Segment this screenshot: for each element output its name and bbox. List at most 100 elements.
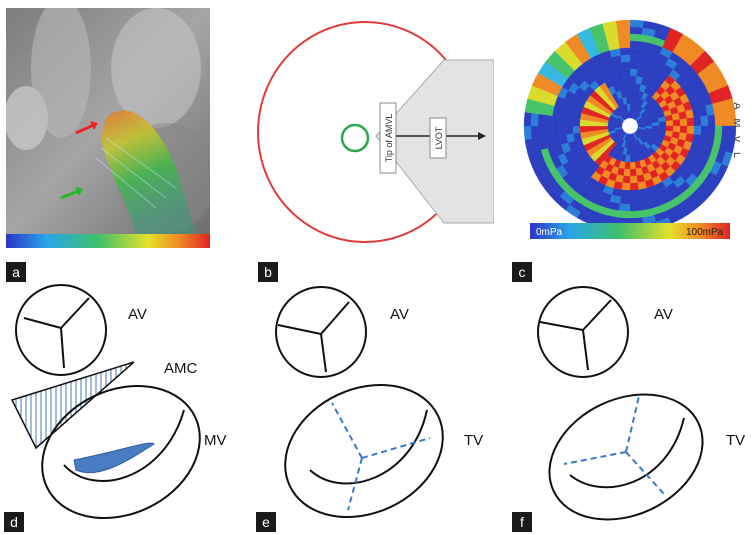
av-circle xyxy=(537,286,629,378)
side-letter-a: A xyxy=(731,102,740,110)
tv-dashed-commissures xyxy=(331,402,431,511)
green-ring xyxy=(340,123,370,153)
polar-cell xyxy=(619,47,631,56)
tv-coaptation-line xyxy=(569,417,685,489)
polar-cell xyxy=(623,75,631,84)
polar-cell xyxy=(615,19,631,29)
side-letter-l: L xyxy=(731,152,740,158)
tv-dashed-commissures xyxy=(563,395,665,495)
polar-cell xyxy=(629,203,642,212)
polar-cell xyxy=(693,116,702,127)
polar-cell xyxy=(629,19,645,29)
polar-cell xyxy=(530,125,539,140)
panel-tag-f: f xyxy=(512,512,532,532)
tip-amvl-label: Tip of AMVL xyxy=(384,114,394,163)
polar-cell xyxy=(572,118,581,127)
polar-cell xyxy=(565,117,574,127)
polar-cell xyxy=(629,196,641,205)
label-tv-f: TV xyxy=(726,432,746,449)
polar-cell xyxy=(586,125,595,132)
polar-cell xyxy=(686,125,695,135)
polar-cell xyxy=(624,82,631,91)
mv-coaptation-line xyxy=(63,409,185,482)
panel-tag-e: e xyxy=(256,512,276,532)
label-mv-d: MV xyxy=(204,432,227,449)
polar-cell xyxy=(618,203,631,212)
polar-cell xyxy=(537,125,546,139)
polar-cell xyxy=(672,119,681,127)
polar-cell xyxy=(620,189,631,198)
mv-leaflet-shape xyxy=(73,442,155,474)
panel-f: AV TV xyxy=(508,280,754,530)
polar-cell xyxy=(629,175,638,184)
polar-cell xyxy=(714,125,723,139)
polar-cell xyxy=(544,114,553,127)
av-circle xyxy=(15,284,107,376)
polar-cell xyxy=(593,125,602,131)
side-letter-v: V xyxy=(731,135,740,143)
tip-amvl-box xyxy=(379,102,397,174)
panel-e: AV TV xyxy=(252,280,502,530)
side-letter-m: M xyxy=(731,118,740,127)
label-av-d: AV xyxy=(128,306,147,323)
polar-cell xyxy=(530,112,539,127)
polar-cell xyxy=(721,125,730,140)
stress-scale-bar xyxy=(530,223,730,239)
polar-cell xyxy=(620,54,631,63)
scale-min-label: 0mPa xyxy=(536,227,563,238)
polar-cell xyxy=(579,119,588,127)
polar-cell xyxy=(665,120,674,127)
polar-cell xyxy=(629,168,637,177)
scale-max-label: 100mPa xyxy=(686,227,724,238)
label-amc-d: AMC xyxy=(164,360,198,377)
polar-cell xyxy=(617,210,631,219)
lvot-label: LVOT xyxy=(434,126,444,149)
polar-cell xyxy=(621,182,631,191)
tv-annulus xyxy=(284,383,444,519)
polar-cell xyxy=(616,26,631,35)
polar-cell xyxy=(617,33,631,42)
label-tv-e: TV xyxy=(464,432,484,449)
polar-cell xyxy=(629,154,635,163)
label-av-f: AV xyxy=(654,306,673,323)
panel-c: 0mPa 100mPa A M V L xyxy=(520,16,743,248)
panel-tag-a: a xyxy=(6,262,26,282)
polar-cell xyxy=(672,125,681,133)
av-commissures xyxy=(23,297,90,369)
polar-cell xyxy=(623,168,631,177)
panel-tag-c: c xyxy=(512,262,532,282)
polar-cell xyxy=(565,125,574,135)
polar-cell xyxy=(622,175,631,184)
polar-cell xyxy=(679,125,688,134)
polar-cell xyxy=(707,114,716,127)
polar-cell xyxy=(523,111,533,127)
panel-tag-d: d xyxy=(4,512,24,532)
panel-d: AV AMC MV xyxy=(4,280,250,530)
polar-cell xyxy=(558,116,567,127)
label-av-e: AV xyxy=(390,306,409,323)
polar-cell xyxy=(679,118,688,127)
polar-cell xyxy=(579,125,588,133)
polar-cell xyxy=(523,125,533,141)
panel-tag-b: b xyxy=(258,262,278,282)
polar-cell xyxy=(721,112,730,127)
polar-cell xyxy=(700,125,709,137)
polar-cell xyxy=(618,40,631,49)
polar-cell xyxy=(572,125,581,134)
polar-cell xyxy=(714,113,723,127)
lvot-box xyxy=(429,117,447,159)
mv-annulus xyxy=(41,384,201,520)
polar-cell xyxy=(700,115,709,127)
polar-cell xyxy=(629,75,637,84)
polar-cell xyxy=(629,40,642,49)
polar-cell xyxy=(629,182,639,191)
tv-annulus xyxy=(548,393,704,521)
polar-cell xyxy=(686,117,695,127)
color-scale-bar xyxy=(6,234,210,248)
polar-cell xyxy=(658,121,667,127)
polar-cell xyxy=(693,125,702,136)
av-commissures xyxy=(277,301,350,373)
polar-cell xyxy=(629,68,638,77)
polar-cell xyxy=(551,125,560,137)
polar-cell xyxy=(629,33,643,42)
